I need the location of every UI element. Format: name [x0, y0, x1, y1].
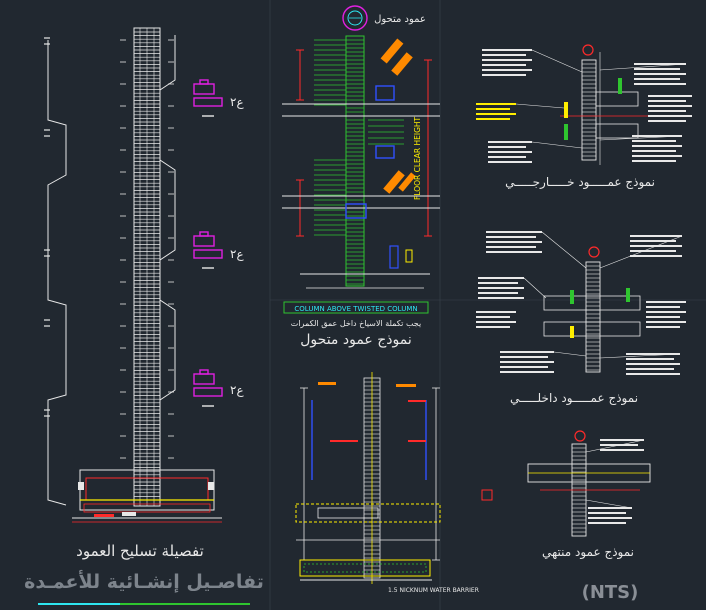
internal-column-title: نموذج عمـــــود داخلـــــي: [510, 391, 638, 406]
external-column-title: نموذج عمـــــود خـــــارجـــــي: [505, 175, 655, 190]
end-column-detail: نموذج عمود منتهي: [527, 430, 651, 560]
external-column-detail: نموذج عمـــــود خـــــارجـــــي: [476, 44, 692, 190]
nts-label: (NTS): [582, 582, 639, 603]
section-marker-icon: [193, 231, 223, 269]
section-markers: [193, 79, 223, 407]
wall-outline: [47, 40, 67, 506]
main-title: تفاصـيل إنشـائية للأعمـدة: [24, 570, 264, 593]
column-reinforcement-title: تفصيلة تسليح العمود: [76, 542, 204, 560]
wall-ticks: [44, 37, 50, 417]
end-notes: [585, 439, 645, 524]
column-reinforcement-elevation: ع٢ ع٢ ع٢ تفصيلة تسليح العمود: [44, 27, 244, 560]
neck-foundation-detail: 1.5 NICKNUM WATER BARRIER: [295, 372, 493, 594]
mesh-marker-1: ع٢: [230, 95, 244, 109]
twisted-dimension-lines: [314, 39, 404, 236]
detail-bubble-icon: [342, 5, 368, 31]
section-marker-icon: [193, 369, 223, 407]
column-above-twisted: COLUMN ABOVE TWISTED COLUMN: [294, 305, 417, 313]
mesh-marker-2: ع٢: [230, 247, 244, 261]
external-notes: [476, 49, 692, 163]
mesh-marker-3: ع٢: [230, 383, 244, 397]
internal-notes: [476, 231, 686, 375]
footing: [72, 469, 222, 523]
twisted-note: يجب تكملة الاسياخ داخل عمق الكمرات: [291, 319, 421, 328]
section-marker-icon: [193, 79, 223, 117]
internal-column-detail: نموذج عمـــــود داخلـــــي: [476, 231, 686, 406]
orange-labels: [380, 38, 416, 194]
end-column-title: نموذج عمود منتهي: [542, 545, 634, 560]
water-barrier-label: 1.5 NICKNUM WATER BARRIER: [388, 587, 479, 594]
twisted-column-header: عمود متحول: [374, 14, 426, 25]
floor-clear-height: FLOOR CLEAR HEIGHT: [413, 116, 422, 200]
twisted-column-detail: عمود متحول FLOOR CLEAR HEIGHT: [282, 5, 440, 348]
side-hatch: [120, 39, 174, 459]
end-stirrups: [572, 447, 586, 533]
column-bars: [139, 28, 155, 506]
internal-stirrups: [586, 265, 600, 371]
layout-frames: [269, 0, 706, 610]
twisted-slabs: [282, 103, 440, 209]
twisted-column-title: نموذج عمود متحول: [300, 332, 411, 348]
